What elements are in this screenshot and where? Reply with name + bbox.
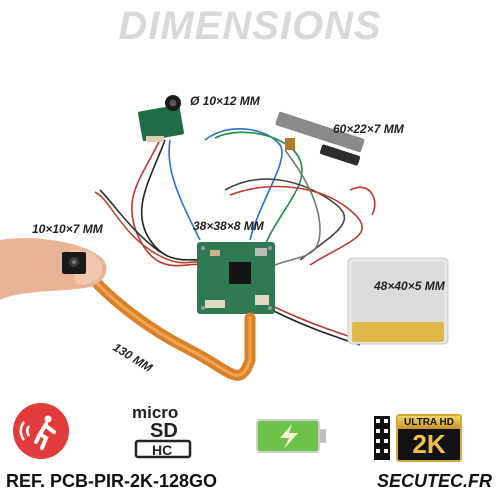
page-title: DIMENSIONS xyxy=(118,4,382,48)
battery-dimension: 48×40×5 MM xyxy=(374,279,445,293)
board-dimension: 38×38×8 MM xyxy=(193,219,264,233)
lens-dimension: Ø 10×12 MM xyxy=(190,94,260,108)
product-reference: REF. PCB-PIR-2K-128GO xyxy=(6,471,218,491)
website-link[interactable]: SECUTEC.FR xyxy=(376,471,492,491)
ultra-hd-2k-badge: ULTRA HD 2K xyxy=(372,408,464,464)
main-board xyxy=(197,242,275,314)
svg-text:SD: SD xyxy=(150,420,178,442)
pir-sensor-module xyxy=(275,111,365,166)
lens-module xyxy=(138,95,184,142)
microsd-hc-icon: micro SD HC xyxy=(132,404,200,461)
finger xyxy=(0,238,107,300)
motion-sensor-icon xyxy=(12,402,70,465)
battery-icon xyxy=(256,418,328,459)
tiny-camera xyxy=(62,252,86,274)
camera-dimension: 10×10×7 MM xyxy=(32,222,103,236)
battery xyxy=(347,257,449,345)
sensor-dimension: 60×22×7 MM xyxy=(333,122,404,136)
